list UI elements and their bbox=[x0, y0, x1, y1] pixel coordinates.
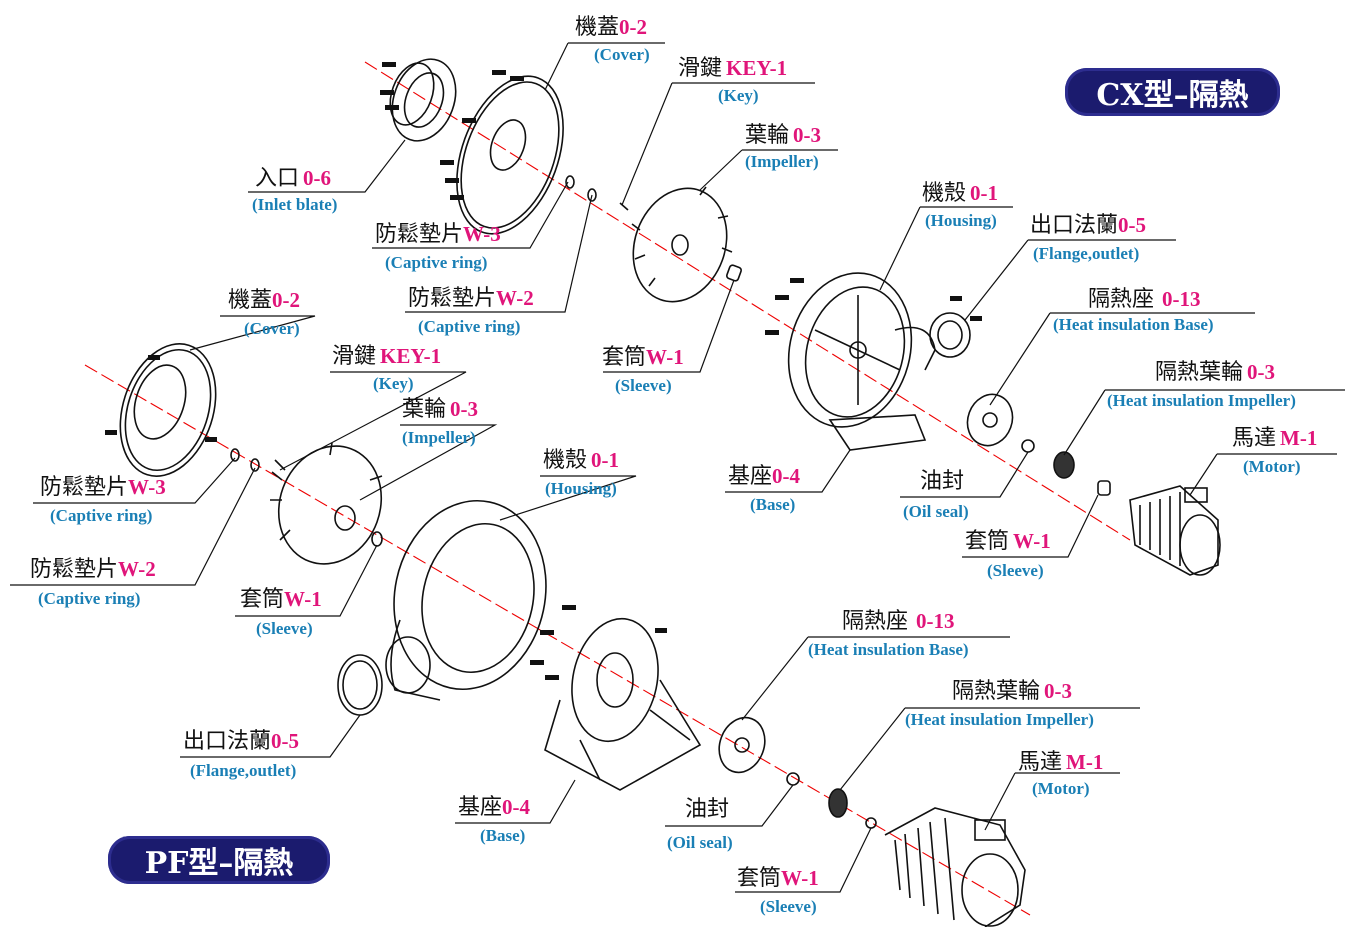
pf-base-label: 基座0-4 bbox=[458, 795, 531, 820]
pf-motor-en: (Motor) bbox=[1032, 779, 1090, 798]
pf-washer-w3 bbox=[230, 448, 240, 462]
pf-sleeve-a-en: (Sleeve) bbox=[256, 619, 313, 638]
pf-cover bbox=[119, 343, 217, 477]
cx-heat-impeller bbox=[1053, 451, 1075, 479]
cx-flange-en: (Flange,outlet) bbox=[1033, 244, 1140, 263]
cx-oil-seal-en: (Oil seal) bbox=[903, 502, 969, 521]
pf-flange bbox=[337, 654, 383, 716]
pf-sleeve-b-label: 套筒W-1 bbox=[737, 866, 819, 891]
cx-heat-impeller-label: 隔熱葉輪 0-3 bbox=[1155, 360, 1276, 385]
cx-motor-en: (Motor) bbox=[1243, 457, 1301, 476]
cx-motor-label: 馬達 M-1 bbox=[1232, 426, 1318, 451]
cx-base-label: 基座0-4 bbox=[728, 464, 801, 489]
pf-axis-line bbox=[84, 364, 1031, 916]
pf-oil-seal-en: (Oil seal) bbox=[667, 833, 733, 852]
cx-sleeve bbox=[726, 264, 742, 282]
cx-heat-base bbox=[966, 393, 1014, 447]
pf-base-en: (Base) bbox=[480, 826, 526, 845]
cx-captive2-en: (Captive ring) bbox=[418, 317, 521, 336]
pf-captive3-label: 防鬆墊片W-3 bbox=[40, 475, 166, 500]
cx-cover-en: (Cover) bbox=[594, 45, 650, 64]
cx-motor bbox=[1129, 485, 1221, 576]
pf-sleeve bbox=[371, 531, 383, 547]
pf-key-en: (Key) bbox=[373, 374, 414, 393]
cx-captive3-en: (Captive ring) bbox=[385, 253, 488, 272]
cx-housing-label: 機殼 0-1 bbox=[922, 181, 999, 206]
pf-sleeve-b bbox=[865, 817, 877, 829]
pf-sleeve-b-en: (Sleeve) bbox=[760, 897, 817, 916]
cx-impeller bbox=[631, 186, 733, 303]
pf-heat-impeller-en: (Heat insulation Impeller) bbox=[905, 710, 1094, 729]
pf-heat-base-label: 隔熱座 0-13 bbox=[842, 609, 955, 634]
pf-motor bbox=[884, 807, 1026, 927]
cx-inlet-label: 入口 0-6 bbox=[255, 166, 332, 191]
cx-sleeve-a-label: 套筒W-1 bbox=[602, 345, 684, 370]
pf-impeller bbox=[270, 442, 383, 565]
pf-bolts-a bbox=[105, 355, 217, 442]
cx-flange bbox=[929, 312, 971, 358]
cx-sleeve-a-en: (Sleeve) bbox=[615, 376, 672, 395]
cx-key-en: (Key) bbox=[718, 86, 759, 105]
cx-key bbox=[619, 202, 629, 211]
pf-captive2-en: (Captive ring) bbox=[38, 589, 141, 608]
cx-key-label: 滑鍵 KEY-1 bbox=[678, 56, 788, 81]
cx-housing bbox=[787, 272, 936, 451]
cx-oil-seal bbox=[1021, 439, 1035, 453]
pf-key-label: 滑鍵 KEY-1 bbox=[332, 344, 442, 369]
cx-cover bbox=[456, 75, 564, 235]
cx-bolts-a bbox=[380, 62, 524, 123]
pf-impeller-en: (Impeller) bbox=[402, 428, 476, 447]
pf-motor-label: 馬達 M-1 bbox=[1018, 750, 1104, 775]
pf-heat-base-en: (Heat insulation Base) bbox=[808, 640, 969, 659]
pf-flange-en: (Flange,outlet) bbox=[190, 761, 297, 780]
cx-heat-base-en: (Heat insulation Base) bbox=[1053, 315, 1214, 334]
pf-heat-impeller-label: 隔熱葉輪 0-3 bbox=[952, 679, 1073, 704]
cx-housing-en: (Housing) bbox=[925, 211, 997, 230]
cx-bolts-b bbox=[440, 160, 464, 200]
cx-captive3-label: 防鬆墊片W-3 bbox=[375, 222, 501, 247]
cx-washer-w3 bbox=[565, 175, 575, 189]
pf-heat-base bbox=[718, 716, 766, 774]
pf-model-badge: PF型–隔熱 bbox=[108, 836, 330, 884]
cx-sleeve-b bbox=[1097, 480, 1111, 496]
cx-bolts-c bbox=[765, 278, 982, 335]
pf-captive3-en: (Captive ring) bbox=[50, 506, 153, 525]
cx-oil-seal-label: 油封 bbox=[920, 469, 965, 494]
cx-sleeve-b-label: 套筒 W-1 bbox=[965, 529, 1051, 554]
pf-bolts-b bbox=[530, 605, 667, 680]
leader-lines bbox=[10, 42, 1345, 893]
cx-inlet-en: (Inlet blate) bbox=[252, 195, 338, 214]
pf-washer-w2 bbox=[250, 458, 260, 472]
cx-impeller-label: 葉輪 0-3 bbox=[745, 123, 822, 148]
cx-sleeve-b-en: (Sleeve) bbox=[987, 561, 1044, 580]
cx-axis-line bbox=[364, 61, 1131, 541]
pf-oil-seal-label: 油封 bbox=[685, 797, 730, 822]
cx-flange-label: 出口法蘭0-5 bbox=[1030, 213, 1147, 238]
pf-flange-label: 出口法蘭0-5 bbox=[183, 729, 300, 754]
cx-heat-base-label: 隔熱座 0-13 bbox=[1088, 287, 1201, 312]
pf-housing-label: 機殼 0-1 bbox=[543, 448, 620, 473]
pf-key bbox=[271, 471, 283, 481]
cx-model-badge: CX型–隔熱 bbox=[1065, 68, 1280, 116]
cx-washer-w2 bbox=[587, 188, 597, 202]
cx-inlet-plate bbox=[389, 58, 457, 142]
pf-housing-en: (Housing) bbox=[545, 479, 617, 498]
pf-impeller-label: 葉輪 0-3 bbox=[402, 397, 479, 422]
cx-impeller-en: (Impeller) bbox=[745, 152, 819, 171]
pf-captive2-label: 防鬆墊片W-2 bbox=[30, 557, 156, 582]
pf-heat-impeller bbox=[828, 788, 848, 818]
cx-heat-impeller-en: (Heat insulation Impeller) bbox=[1107, 391, 1296, 410]
pf-base bbox=[544, 617, 702, 791]
cx-cover-label: 機蓋0-2 bbox=[575, 15, 648, 40]
pf-sleeve-a-label: 套筒W-1 bbox=[240, 587, 322, 612]
pf-cover-label: 機蓋0-2 bbox=[228, 288, 301, 313]
cx-base-en: (Base) bbox=[750, 495, 796, 514]
pf-cover-en: (Cover) bbox=[244, 319, 300, 338]
pf-housing bbox=[385, 499, 547, 701]
cx-captive2-label: 防鬆墊片W-2 bbox=[408, 286, 534, 311]
